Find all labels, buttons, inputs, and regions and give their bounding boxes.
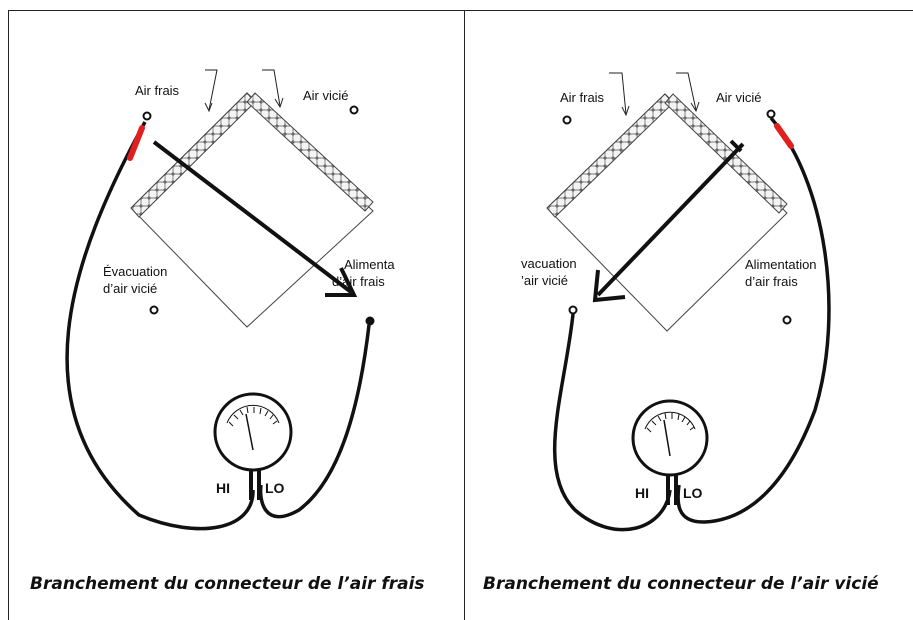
airflow-direction-arrow — [596, 143, 744, 297]
left-diagram — [65, 69, 375, 531]
panel-stale-air-connection: Air frais Air vicié vacuation ’air vicié… — [465, 10, 913, 555]
exhaust-port — [149, 305, 159, 315]
hi-port-label: HI — [216, 480, 230, 496]
stale-air-port — [349, 105, 359, 115]
filter-stale — [664, 93, 788, 214]
fresh-air-flow-arrow — [205, 69, 218, 111]
hi-tube-red-tip — [127, 125, 145, 161]
fresh-air-port — [562, 115, 572, 125]
center-divider — [464, 10, 465, 620]
panel-fresh-air-connection: Air frais Air vicié Évacuation d’air vic… — [9, 10, 465, 555]
exhaust-port — [568, 305, 578, 315]
stale-air-port — [766, 109, 776, 119]
fresh-air-port — [142, 111, 152, 121]
top-border — [8, 10, 913, 11]
hi-port-label: HI — [635, 485, 649, 501]
filter-stale — [246, 92, 374, 212]
exhaust-label-line2: d’air vicié — [103, 281, 158, 296]
left-border — [8, 10, 9, 620]
supply-label-line1: Alimenta — [344, 257, 395, 272]
fresh-air-flow-arrow — [609, 72, 627, 115]
supply-label-line2: d’air frais — [745, 274, 798, 289]
supply-port — [365, 316, 375, 326]
lo-tube-red-tip — [774, 123, 794, 149]
supply-label-line2: d’air frais — [332, 274, 385, 289]
caption-fresh-air: Branchement du connecteur de l’air frais — [30, 574, 425, 594]
fresh-air-label: Air frais — [135, 83, 180, 98]
hrv-core — [546, 93, 788, 332]
supply-label-line1: Alimentation — [745, 257, 817, 272]
lo-tube — [258, 324, 371, 519]
caption-stale-air: Branchement du connecteur de l’air vicié — [483, 574, 879, 594]
supply-port — [782, 315, 792, 325]
stale-air-flow-arrow — [262, 69, 281, 107]
exhaust-label-line1: Évacuation — [103, 264, 168, 279]
gauge-needle — [245, 413, 254, 451]
fresh-air-label: Air frais — [560, 90, 605, 105]
lo-port-label: LO — [683, 485, 703, 501]
airflow-direction-arrow — [152, 140, 353, 294]
right-diagram — [546, 72, 831, 532]
stale-air-flow-arrow — [676, 72, 697, 111]
hi-tube — [65, 121, 255, 531]
stale-air-label: Air vicié — [716, 90, 762, 105]
exhaust-label-line1: vacuation — [521, 256, 577, 271]
hi-tube — [552, 313, 672, 532]
hrv-core — [130, 92, 374, 328]
stale-air-label: Air vicié — [303, 88, 349, 103]
lo-tube — [676, 116, 831, 524]
exhaust-label-line2: ’air vicié — [521, 273, 568, 288]
gauge-needle — [663, 419, 671, 457]
lo-port-label: LO — [265, 480, 285, 496]
